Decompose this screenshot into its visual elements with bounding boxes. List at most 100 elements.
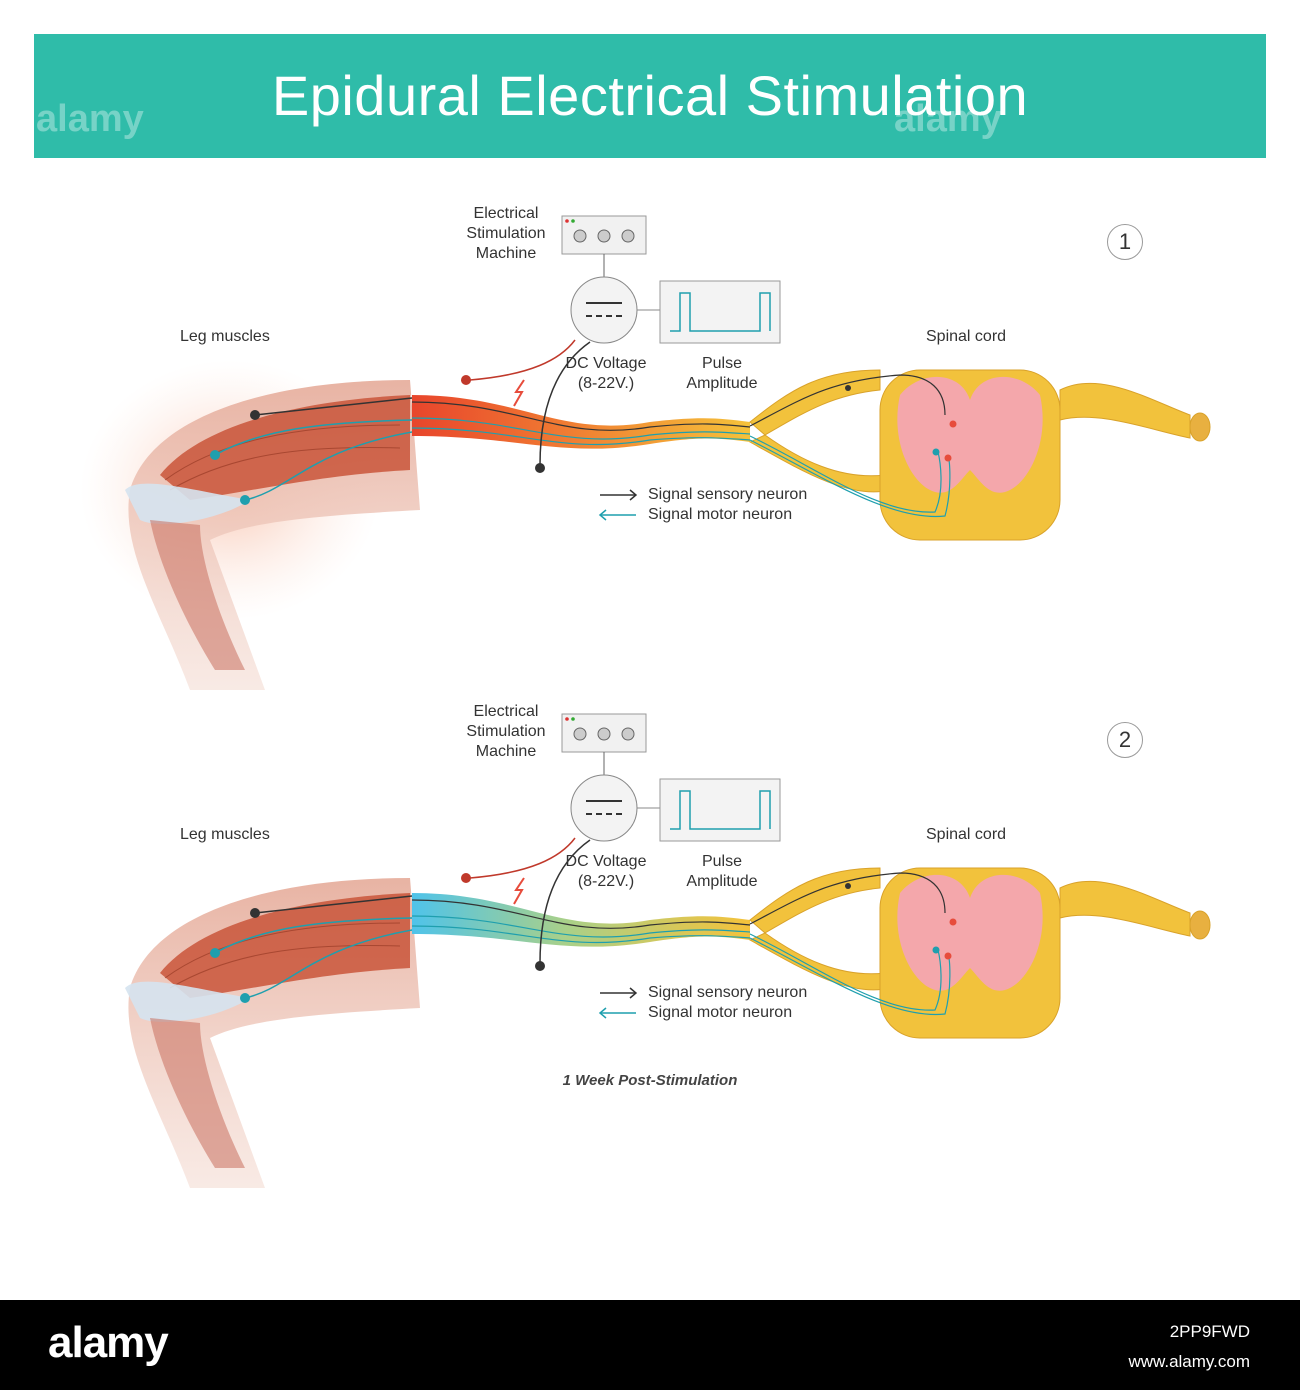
sensory-fiber-muscle [254, 397, 413, 416]
page-title: Epidural Electrical Stimulation [271, 64, 1029, 127]
motor-fiber [411, 915, 751, 938]
interneuron-icon [949, 918, 957, 926]
leg-muscles-label: Leg muscles [180, 826, 270, 843]
legend-motor-label: Signal motor neuron [648, 1004, 793, 1021]
dc-voltage-label: DC Voltage (8-22V.) [565, 853, 647, 890]
spinal-cord-illustration [748, 369, 1211, 541]
grey-matter [897, 376, 1043, 493]
red-electrode-lead [469, 339, 576, 381]
peripheral-nerve [412, 893, 750, 947]
legend-motor-label: Signal motor neuron [648, 506, 793, 523]
electric-spark-icon [513, 379, 525, 407]
motor-arrow-icon [598, 1007, 607, 1019]
sensory-arrow-icon [629, 987, 638, 999]
diagram-svg [80, 215, 1211, 690]
brand-logo: alamy [48, 1318, 169, 1367]
panel-1: Electrical Stimulation Machine 1 Leg mus… [0, 190, 1300, 690]
leg-illustration [80, 360, 420, 690]
interneuron-icon [944, 952, 952, 960]
dial-knob-icon [597, 229, 611, 243]
motor-ending [210, 948, 220, 958]
sensory-ending [250, 410, 260, 420]
motor-fiber-muscle [214, 917, 413, 954]
motor-fiber [411, 417, 751, 440]
legend-sensory-label: Signal sensory neuron [648, 486, 808, 503]
black-electrode-lead [539, 341, 591, 466]
sensory-fiber [411, 401, 751, 431]
site-url: www.alamy.com [1128, 1352, 1250, 1371]
motor-ending [240, 495, 250, 505]
spinal-cord-label: Spinal cord [926, 826, 1007, 843]
sensory-pathway [749, 374, 946, 427]
motor-pathway [749, 933, 942, 1011]
dial-knob-icon [621, 229, 635, 243]
motor-fiber-muscle [214, 419, 413, 456]
motor-fiber-muscle [244, 929, 413, 999]
nerve-end [1189, 910, 1211, 940]
muscle-fibers [169, 945, 401, 989]
ventral-root [748, 932, 891, 991]
motor-arrow-icon [598, 509, 607, 521]
indicator-light-icon [571, 717, 575, 721]
black-electrode-icon [535, 961, 545, 971]
image-id: 2PP9FWD [1169, 1322, 1250, 1341]
panel-number: 1 [1107, 224, 1143, 260]
red-electrode-lead [469, 837, 576, 879]
electric-spark-icon [513, 877, 525, 905]
pulse-amplitude-label: Pulse Amplitude [686, 355, 758, 392]
interneuron-icon [949, 420, 957, 428]
indicator-light-icon [571, 219, 575, 223]
dial-knob-icon [597, 727, 611, 741]
spinal-cord-illustration [748, 867, 1211, 1039]
motor-pathway [749, 435, 942, 513]
nerve-end [1189, 412, 1211, 442]
leg-illustration [125, 878, 420, 1188]
sensory-ending [250, 908, 260, 918]
title-banner: Epidural Electrical Stimulation alamy al… [34, 34, 1266, 158]
black-electrode-lead [539, 839, 591, 964]
motor-pathway [749, 439, 951, 518]
knee-joint [125, 981, 250, 1022]
motor-ending [210, 450, 220, 460]
sensory-arrow-icon [629, 489, 638, 501]
quadriceps-muscle [160, 893, 410, 998]
watermark-text: alamy [894, 98, 1002, 140]
panel-2: Electrical Stimulation Machine 2 Leg mus… [0, 688, 1300, 1188]
sensory-ganglion-icon [845, 883, 851, 889]
indicator-light-icon [565, 717, 569, 721]
knee-joint [125, 483, 250, 524]
motor-pathway [749, 937, 951, 1016]
motor-fiber [411, 427, 751, 446]
peripheral-nerve [412, 395, 750, 449]
machine-label: Electrical Stimulation Machine [466, 703, 546, 760]
motor-neuron-icon [932, 946, 940, 954]
motor-fiber [411, 925, 751, 944]
pulse-amplitude-display [659, 778, 781, 842]
pulse-waveform-icon [670, 790, 771, 830]
ventral-root [748, 434, 891, 493]
dc-voltage-meter-icon [570, 774, 638, 842]
legend-sensory-label: Signal sensory neuron [648, 984, 808, 1001]
red-electrode-icon [461, 873, 471, 883]
dc-voltage-meter-icon [570, 276, 638, 344]
quadriceps-muscle [160, 395, 410, 500]
caption-post-stimulation: 1 Week Post-Stimulation [562, 1072, 738, 1089]
watermark-text: alamy [36, 98, 144, 140]
diagram-svg [125, 713, 1211, 1188]
sensory-fiber-muscle [254, 895, 413, 914]
pulse-amplitude-label: Pulse Amplitude [686, 853, 758, 890]
right-spinal-nerve [1059, 880, 1191, 937]
leg-muscles-label: Leg muscles [180, 328, 270, 345]
right-spinal-nerve [1059, 382, 1191, 439]
motor-neuron-icon [932, 448, 940, 456]
sensory-pathway [749, 872, 946, 925]
footer-watermark-bar: alamy 2PP9FWD www.alamy.com [0, 1300, 1300, 1390]
sensory-ganglion-icon [845, 385, 851, 391]
red-electrode-icon [461, 375, 471, 385]
motor-ending [240, 993, 250, 1003]
muscle-fibers [164, 922, 401, 979]
motor-fiber-muscle [244, 431, 413, 501]
panel-number: 2 [1107, 722, 1143, 758]
machine-label: Electrical Stimulation Machine [466, 205, 546, 262]
black-electrode-icon [535, 463, 545, 473]
